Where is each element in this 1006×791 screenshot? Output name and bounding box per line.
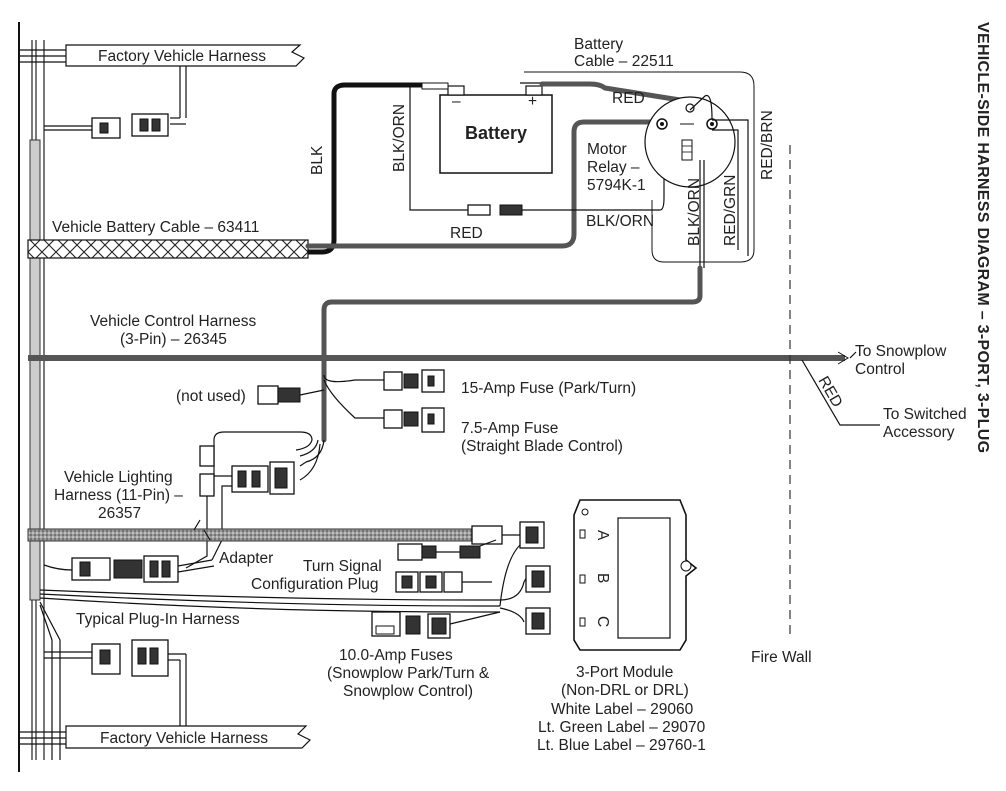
inline-connector	[467, 204, 523, 216]
turn-signal-plug	[395, 539, 497, 593]
to-snowplow-label-1: To Snowplow	[855, 343, 947, 360]
module-label-3: White Label – 29060	[551, 701, 694, 718]
wire-label-blk-orn-mid: BLK/ORN	[586, 213, 654, 230]
fuses-10-label-1: 10.0-Amp Fuses	[339, 647, 453, 664]
battery-cable-label-2: Cable – 22511	[574, 53, 674, 70]
diagram-title: VEHICLE-SIDE HARNESS DIAGRAM – 3-PORT, 3…	[974, 22, 991, 453]
fuses-10-amp	[371, 611, 501, 639]
module-label-1: 3-Port Module	[576, 664, 673, 681]
dotted-harness	[27, 528, 499, 542]
wire-label-blk-orn-batt: BLK/ORN	[391, 104, 408, 172]
motor-relay	[524, 71, 755, 268]
turn-signal-label-2: Configuration Plug	[251, 576, 379, 593]
port-c-label: C	[594, 616, 611, 627]
vehicle-battery-cable-label: Vehicle Battery Cable – 63411	[52, 219, 259, 236]
factory-harness-top-label: Factory Vehicle Harness	[98, 48, 266, 65]
lighting-label-1: Vehicle Lighting	[64, 469, 173, 486]
wire-label-red-accessory: RED	[815, 374, 846, 411]
wire-label-red-top: RED	[612, 90, 645, 107]
blk-orn-wire	[409, 85, 665, 211]
wire-label-blk-orn-relay: BLK/ORN	[686, 178, 703, 246]
not-used-label: (not used)	[176, 388, 246, 405]
factory-harness-bottom	[20, 639, 312, 749]
lighting-label-3: 26357	[98, 505, 141, 522]
vehicle-control-harness-label-2: (3-Pin) – 26345	[120, 331, 227, 348]
to-switched-label-2: Accessory	[883, 424, 955, 441]
module-label-5: Lt. Blue Label – 29760-1	[537, 737, 706, 754]
dotted-harness-connector	[471, 521, 545, 549]
port-a-label: A	[594, 530, 611, 541]
three-port-module	[573, 499, 698, 651]
fuses-10-label-2: (Snowplow Park/Turn &	[327, 665, 490, 682]
plug-in-harness	[39, 544, 529, 760]
battery-plus: +	[528, 93, 537, 110]
red-accessory-wire	[801, 359, 880, 426]
fuses-10-label-3: Snowplow Control)	[343, 683, 473, 700]
battery-minus: –	[452, 93, 461, 110]
blk-cable	[308, 82, 422, 255]
battery	[421, 82, 553, 174]
control-harness-trunk	[321, 265, 703, 443]
module-connectors	[525, 565, 551, 635]
factory-harness-top	[20, 44, 306, 139]
fuse-75-label-2: (Straight Blade Control)	[461, 438, 623, 455]
motor-relay-label-1: Motor	[587, 141, 627, 158]
wire-label-blk: BLK	[309, 145, 326, 175]
battery-label: Battery	[465, 123, 527, 143]
fire-wall-label: Fire Wall	[751, 649, 812, 666]
wire-label-red-brn: RED/BRN	[759, 110, 776, 180]
motor-relay-label-2: Relay –	[587, 159, 640, 176]
red-cable-mid	[305, 119, 653, 249]
left-wire-bundle	[29, 40, 45, 760]
fuse-15-label: 15-Amp Fuse (Park/Turn)	[461, 380, 636, 397]
vehicle-battery-cable	[27, 239, 309, 259]
fuse-75-label-1: 7.5-Amp Fuse	[461, 420, 558, 437]
module-label-2: (Non-DRL or DRL)	[561, 682, 689, 699]
adapter	[43, 555, 215, 583]
plug-in-harness-label: Typical Plug-In Harness	[76, 611, 240, 628]
motor-relay-label-3: 5794K-1	[587, 177, 646, 194]
lighting-label-2: Harness (11-Pin) –	[54, 487, 183, 504]
turn-signal-label-1: Turn Signal	[303, 558, 382, 575]
adapter-label: Adapter	[219, 550, 273, 567]
fuse-15-amp	[383, 369, 445, 393]
fuse-branches	[295, 374, 390, 481]
lighting-connectors	[185, 431, 313, 569]
port-b-label: B	[594, 573, 611, 583]
to-switched-label-1: To Switched	[883, 406, 967, 423]
factory-harness-bottom-label: Factory Vehicle Harness	[100, 730, 268, 747]
vehicle-control-harness-label-1: Vehicle Control Harness	[90, 313, 257, 330]
battery-cable-label-1: Battery	[574, 36, 623, 53]
wire-label-red-mid: RED	[450, 225, 483, 242]
not-used-connector	[257, 385, 301, 405]
fuse-7-5-amp	[383, 407, 445, 433]
wire-label-red-grn: RED/GRN	[722, 175, 739, 246]
to-snowplow-label-2: Control	[855, 361, 905, 378]
module-label-4: Lt. Green Label – 29070	[538, 719, 706, 736]
